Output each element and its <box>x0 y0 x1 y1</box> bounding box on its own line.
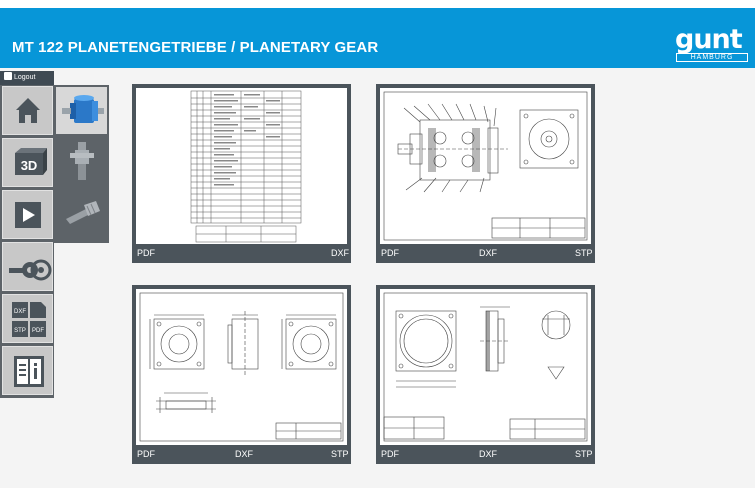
parts-list-preview-icon <box>190 90 302 243</box>
dxf-download-label[interactable]: DXF <box>479 248 497 258</box>
home-icon <box>16 98 40 123</box>
play-icon <box>15 202 41 228</box>
drawing-card-parts-list[interactable]: PDF DXF <box>132 84 351 263</box>
drawing-preview <box>380 88 591 244</box>
pinion-thumbnail-icon <box>66 201 100 224</box>
pdf-download-label[interactable]: PDF <box>137 248 155 258</box>
flange-drawing-preview-icon <box>383 292 588 442</box>
thumb-shaft-part[interactable] <box>56 138 107 185</box>
pdf-download-label[interactable]: PDF <box>137 449 155 459</box>
nav-home-button[interactable] <box>2 86 53 135</box>
drawing-card-housing[interactable]: PDF DXF STP <box>132 285 351 464</box>
dxf-download-label[interactable]: DXF <box>331 248 349 258</box>
drawing-card-flange[interactable]: PDF DXF STP <box>376 285 595 464</box>
nav-video-button[interactable] <box>2 190 53 239</box>
gearbox-thumbnail-icon <box>62 95 104 123</box>
user-icon <box>4 72 12 80</box>
nav-info-button[interactable] <box>2 346 53 395</box>
drawing-preview <box>136 88 347 244</box>
info-book-icon <box>14 356 44 387</box>
header-bar: MT 122 PLANETENGETRIEBE / PLANETARY GEAR… <box>0 8 755 68</box>
svg-text:DXF: DXF <box>14 309 26 315</box>
stp-download-label[interactable]: STP <box>575 449 593 459</box>
sidebar: 3D DXF STP PDF <box>0 85 54 398</box>
thumb-gear-assembly[interactable] <box>56 87 107 134</box>
drawing-preview <box>136 289 347 445</box>
stp-download-label[interactable]: STP <box>575 248 593 258</box>
gunt-logo: gunt HAMBURG <box>675 24 749 62</box>
nav-drawings-button[interactable] <box>2 242 53 291</box>
3d-cube-icon: 3D <box>15 148 47 175</box>
nav-3d-button[interactable]: 3D <box>2 138 53 187</box>
shaft-thumbnail-icon <box>70 142 94 180</box>
pdf-download-label[interactable]: PDF <box>381 248 399 258</box>
drawing-card-assembly[interactable]: PDF DXF STP <box>376 84 595 263</box>
logo-word: gunt <box>675 24 743 55</box>
svg-text:PDF: PDF <box>32 328 44 334</box>
logout-label: Logout <box>14 74 36 81</box>
drawing-preview <box>380 289 591 445</box>
housing-drawing-preview-icon <box>139 292 344 442</box>
logout-button[interactable]: Logout <box>0 71 54 85</box>
model-thumbnail-panel <box>54 85 109 243</box>
page-title: MT 122 PLANETENGETRIEBE / PLANETARY GEAR <box>12 39 379 56</box>
svg-text:STP: STP <box>14 328 26 334</box>
stp-download-label[interactable]: STP <box>331 449 349 459</box>
thumb-pinion-part[interactable] <box>56 189 107 236</box>
dxf-download-label[interactable]: DXF <box>479 449 497 459</box>
assembly-drawing-preview-icon <box>383 91 588 241</box>
logo-subtitle: HAMBURG <box>676 53 748 62</box>
file-formats-icon: DXF STP PDF <box>12 302 46 337</box>
3d-label: 3D <box>21 158 38 173</box>
drawing-gear-icon <box>9 259 52 281</box>
pdf-download-label[interactable]: PDF <box>381 449 399 459</box>
dxf-download-label[interactable]: DXF <box>235 449 253 459</box>
nav-files-button[interactable]: DXF STP PDF <box>2 294 53 343</box>
top-strip <box>0 0 755 8</box>
